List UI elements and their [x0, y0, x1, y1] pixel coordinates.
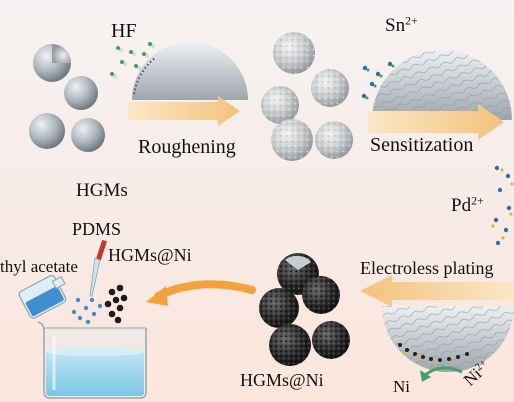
pd-base: Pd	[451, 195, 472, 216]
sn-charge: 2+	[405, 14, 418, 28]
beaker	[37, 321, 147, 399]
sensitized-dome	[372, 50, 512, 120]
hf-label: HF	[111, 20, 137, 42]
transfer-arrow	[146, 280, 256, 306]
pdms-label: PDMS	[72, 219, 122, 239]
pd-ions	[491, 165, 514, 246]
sn-ion-label: Sn2+	[385, 14, 418, 36]
pd-ion-label: Pd2+	[451, 194, 484, 216]
pd-charge: 2+	[471, 194, 484, 208]
plated-dome	[382, 306, 514, 372]
solvent-droplets	[71, 297, 103, 325]
ni-reduction-arrow	[420, 366, 463, 382]
rough-hgms-cluster	[261, 32, 353, 161]
ethyl-acetate-label: thyl acetate	[0, 257, 78, 276]
pdms-pipette	[89, 239, 107, 297]
hgms-ni-bottom-label: HGMs@Ni	[240, 370, 324, 390]
etched-dome	[132, 42, 248, 100]
sensitization-label: Sensitization	[370, 134, 474, 156]
hgms-label: HGMs	[76, 180, 128, 201]
roughening-label: Roughening	[138, 136, 236, 158]
roughening-arrow	[128, 96, 240, 126]
smooth-hgms-cluster	[29, 44, 105, 152]
electroless-plating-label: Electroless plating	[360, 258, 494, 278]
solvent-bottle	[18, 275, 67, 319]
falling-hgms-ni	[104, 284, 128, 324]
sn-base: Sn	[385, 15, 406, 36]
ni-coated-hgms-cluster	[259, 253, 350, 366]
electroless-plating-arrow	[360, 275, 514, 307]
hgms-ni-top-label: HGMs@Ni	[108, 245, 192, 265]
ni-label: Ni	[393, 377, 410, 396]
sensitization-arrow	[368, 104, 504, 140]
